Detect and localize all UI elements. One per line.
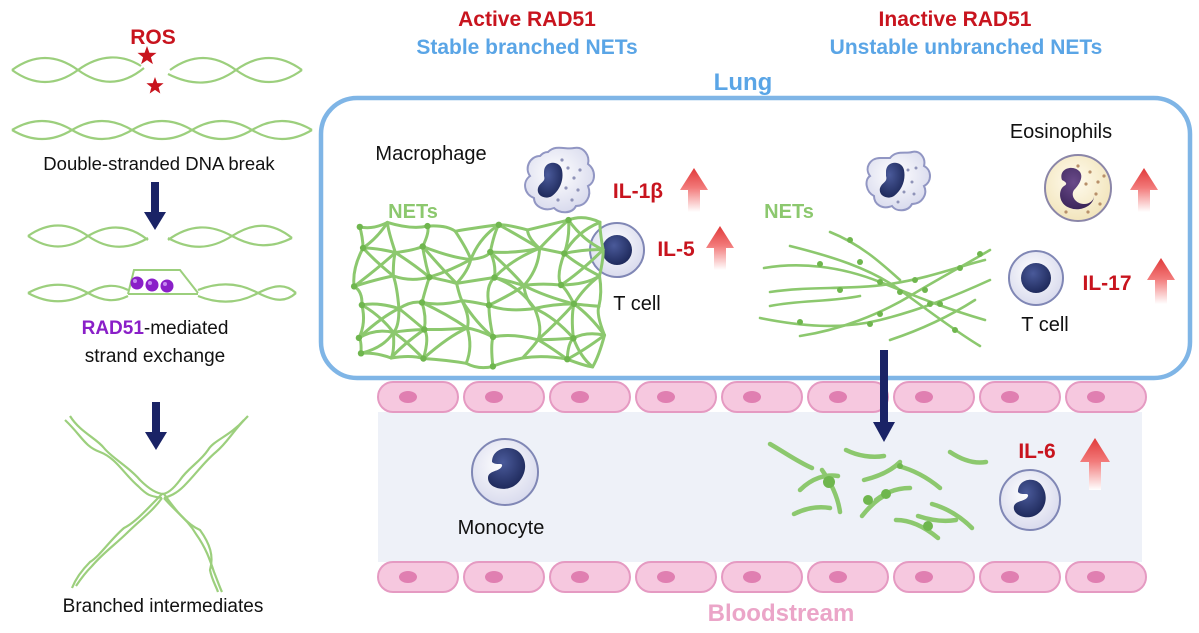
endothelial-cell-icon [979,381,1061,413]
branched-dna-junction [64,415,249,593]
il1b-label: IL-1β [613,180,663,203]
vessel-wall-bottom [377,561,1147,593]
t-cell-label-active: T cell [613,293,660,315]
endothelial-cell-icon [721,561,803,593]
left-panel: ROS Double-stranded DNA break [11,26,313,617]
up-arrow-icon [680,168,708,212]
branched-nets-mesh [350,216,606,370]
down-arrow-icon [144,182,166,230]
macrophage-cell-icon [865,150,931,212]
lung-region: Lung Macrophage IL-1β IL-5 T cell NETs N… [318,69,1193,381]
up-arrow-icon [706,226,734,270]
endothelial-cell-icon [721,381,803,413]
down-arrow-icon [873,350,895,442]
il17-label: IL-17 [1082,272,1131,295]
monocyte-cell-icon [471,438,539,506]
fragmented-nets-nodes [823,463,933,531]
up-arrow-icon [1147,258,1175,304]
macrophage-cell-icon [524,146,595,214]
column-headers: Active RAD51 Stable branched NETs Inacti… [416,8,1102,59]
eosinophil-cell-icon [1044,154,1112,222]
endothelial-cell-icon [893,381,975,413]
t-cell-icon [999,469,1061,531]
endothelial-cell-icon [1065,561,1147,593]
branched-intermediates-label: Branched intermediates [63,596,264,617]
nets-label-inactive: NETs [764,201,814,223]
break-label: Double-stranded DNA break [43,153,275,174]
endothelial-cell-icon [549,561,631,593]
up-arrow-icon [1080,438,1110,490]
endothelial-cell-icon [1065,381,1147,413]
rad51-word: RAD51 [82,318,145,339]
endothelial-cell-icon [807,561,889,593]
star-icon [146,77,164,94]
strand-exchange-dna [27,224,297,303]
monocyte-label: Monocyte [458,517,545,539]
eosinophils-label: Eosinophils [1010,121,1112,143]
t-cell-icon [1008,250,1064,306]
endothelial-cell-icon [463,561,545,593]
fragmented-nets [767,441,989,541]
endothelial-cell-icon [893,561,975,593]
inactive-rad51-title: Inactive RAD51 [879,8,1032,31]
bloodstream-label: Bloodstream [708,600,855,627]
endothelial-cell-icon [635,381,717,413]
up-arrow-icon [1130,168,1158,212]
endothelial-cell-icon [377,381,459,413]
unbranched-nets-nodes [797,237,983,333]
active-rad51-subtitle: Stable branched NETs [416,36,637,59]
bloodstream-region: Monocyte IL-6 [377,381,1147,627]
rad51-protein-cluster [130,276,174,293]
ros-label: ROS [130,26,176,49]
active-rad51-title: Active RAD51 [458,8,596,31]
inactive-rad51-subtitle: Unstable unbranched NETs [830,36,1103,59]
down-arrow-icon [145,402,167,450]
nets-label-active: NETs [388,201,438,223]
endothelial-cell-icon [549,381,631,413]
endothelial-cell-icon [377,561,459,593]
lung-label: Lung [714,69,773,96]
endothelial-cell-icon [463,381,545,413]
broken-dna-helix [11,56,303,84]
vessel-wall-top [377,381,1147,413]
endothelial-cell-icon [807,381,889,413]
star-icon [137,46,157,65]
t-cell-label-inactive: T cell [1021,314,1068,336]
il6-label: IL-6 [1018,440,1055,463]
macrophage-label: Macrophage [375,143,486,165]
intact-dna-helix [11,120,313,140]
endothelial-cell-icon [635,561,717,593]
rad51-mediated-label: RAD51-mediated [82,318,229,339]
strand-exchange-label: strand exchange [85,346,226,367]
mediated-suffix: -mediated [144,318,229,339]
il5-label: IL-5 [657,238,695,261]
endothelial-cell-icon [979,561,1061,593]
